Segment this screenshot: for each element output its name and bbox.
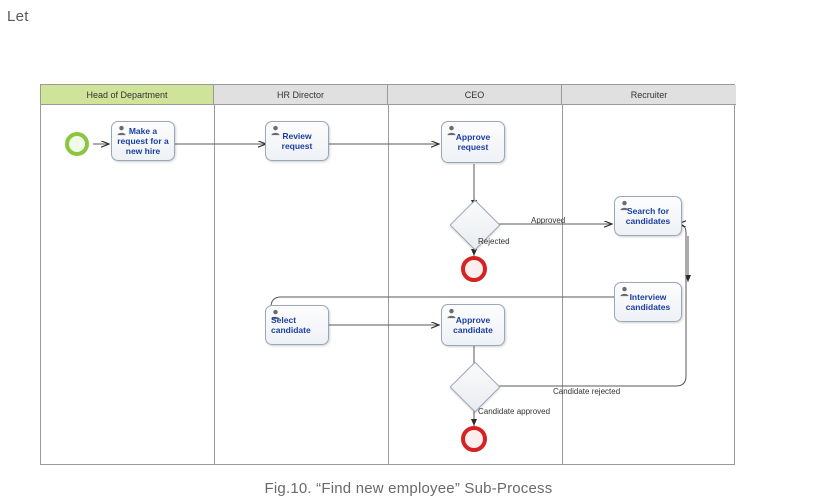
task-label: Make a request for a new hire bbox=[117, 126, 169, 156]
task-label: Approve request bbox=[455, 132, 491, 152]
sequence-flows bbox=[93, 85, 691, 426]
task-select-candidate[interactable]: Select candidate bbox=[265, 305, 329, 345]
user-task-icon bbox=[117, 125, 126, 136]
lane-label: CEO bbox=[464, 89, 485, 100]
lane-label: HR Director bbox=[276, 89, 324, 100]
task-label: Interview candidates bbox=[625, 292, 671, 312]
lane-header-head-of-department: Head of Department bbox=[41, 85, 214, 105]
end-event-rejected bbox=[461, 256, 487, 282]
flow-label-approved: Approved bbox=[531, 216, 566, 225]
user-task-icon bbox=[620, 200, 629, 211]
lane-divider-1 bbox=[214, 105, 215, 464]
user-task-icon bbox=[620, 286, 629, 297]
task-label: Select candidate bbox=[271, 315, 311, 335]
bpmn-pool: Head of Department HR Director CEO Recru… bbox=[40, 84, 736, 465]
end-event-approved bbox=[461, 426, 487, 452]
task-label: Review request bbox=[281, 131, 313, 151]
task-approve-candidate[interactable]: Approve candidate bbox=[441, 304, 505, 346]
lane-header-recruiter: Recruiter bbox=[562, 85, 736, 105]
figure-caption: Fig.10. “Find new employee” Sub-Process bbox=[264, 480, 553, 497]
lane-header-ceo: CEO bbox=[388, 85, 562, 105]
task-label: Approve candidate bbox=[453, 315, 493, 335]
task-search-candidates[interactable]: Search for candidates bbox=[614, 196, 682, 236]
user-task-icon bbox=[271, 309, 280, 320]
flow-label-rejected: Rejected bbox=[478, 237, 510, 246]
task-interview-candidates[interactable]: Interview candidates bbox=[614, 282, 682, 322]
task-label: Search for candidates bbox=[625, 206, 671, 226]
task-review-request[interactable]: Review request bbox=[265, 121, 329, 161]
flow-label-candidate-approved: Candidate approved bbox=[478, 407, 551, 416]
lane-divider-2 bbox=[388, 105, 389, 464]
lane-divider-3 bbox=[562, 105, 563, 464]
task-approve-request[interactable]: Approve request bbox=[441, 121, 505, 163]
lane-header-hr-director: HR Director bbox=[214, 85, 388, 105]
lane-label: Recruiter bbox=[630, 89, 668, 100]
page-intro-text: Let bbox=[7, 8, 29, 25]
start-event bbox=[65, 132, 89, 156]
flow-label-candidate-rejected: Candidate rejected bbox=[553, 387, 621, 396]
user-task-icon bbox=[447, 308, 456, 319]
user-task-icon bbox=[447, 125, 456, 136]
task-make-request[interactable]: Make a request for a new hire bbox=[111, 121, 175, 161]
user-task-icon bbox=[271, 125, 280, 136]
lane-label: Head of Department bbox=[86, 89, 168, 100]
